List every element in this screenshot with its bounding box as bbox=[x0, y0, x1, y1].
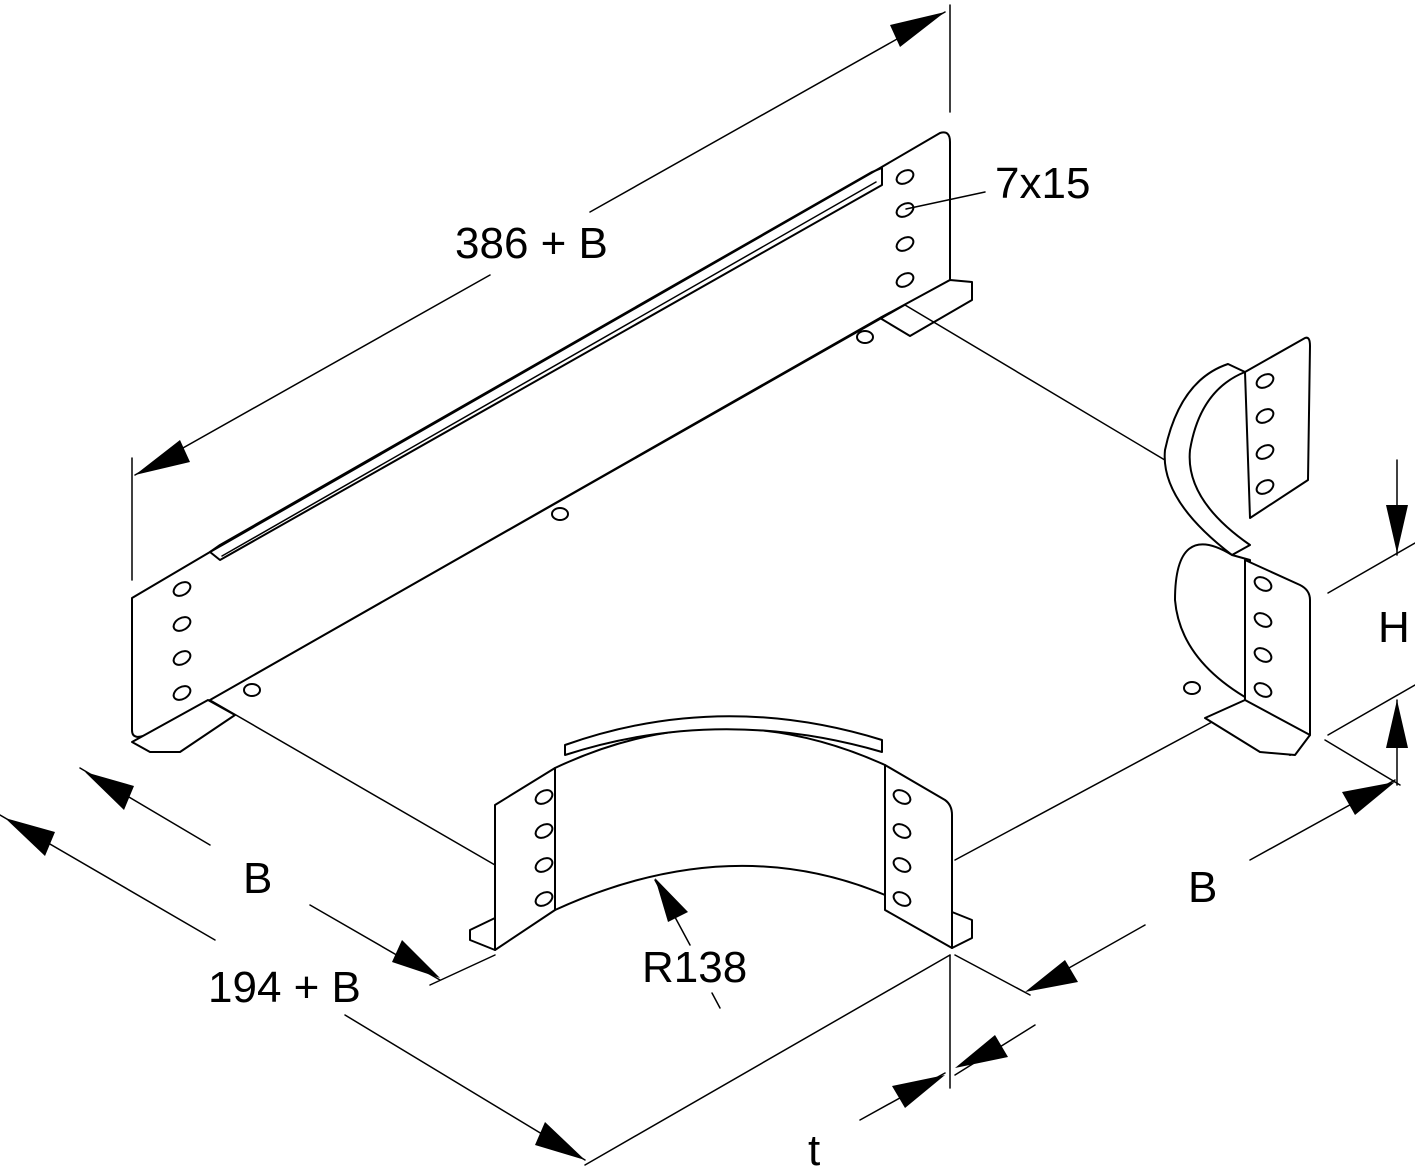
overall-width-label: 194 + B bbox=[208, 963, 361, 1012]
slot-group-front-right bbox=[892, 789, 912, 907]
dimension-overall-width bbox=[0, 814, 951, 1166]
radius-label: R138 bbox=[642, 943, 747, 992]
width-right-label: B bbox=[1188, 863, 1217, 912]
dimension-width-right bbox=[954, 739, 1401, 996]
length-label: 386 + B bbox=[455, 219, 608, 268]
dimension-radius bbox=[654, 878, 721, 1009]
base-plate bbox=[209, 304, 1226, 866]
slot-group-right-upper bbox=[1255, 373, 1275, 495]
thickness-label: t bbox=[808, 1126, 820, 1174]
slot-group-back-right bbox=[895, 169, 915, 288]
slot-group-front-left bbox=[534, 789, 554, 907]
dimension-length bbox=[131, 4, 951, 581]
dimension-thickness bbox=[859, 954, 1036, 1121]
slot-size-label: 7x15 bbox=[995, 159, 1090, 208]
dimension-width-left bbox=[79, 767, 496, 986]
slot-group-right-lower bbox=[1253, 576, 1273, 698]
front-curved-wall bbox=[469, 715, 973, 951]
width-left-label: B bbox=[243, 854, 272, 903]
slot-leader-line bbox=[905, 191, 986, 210]
height-label: H bbox=[1378, 603, 1410, 652]
slot-group-back-left bbox=[172, 581, 192, 701]
back-side-wall bbox=[131, 131, 986, 753]
dimension-height bbox=[1327, 459, 1415, 786]
right-branch-wall bbox=[1163, 336, 1311, 756]
